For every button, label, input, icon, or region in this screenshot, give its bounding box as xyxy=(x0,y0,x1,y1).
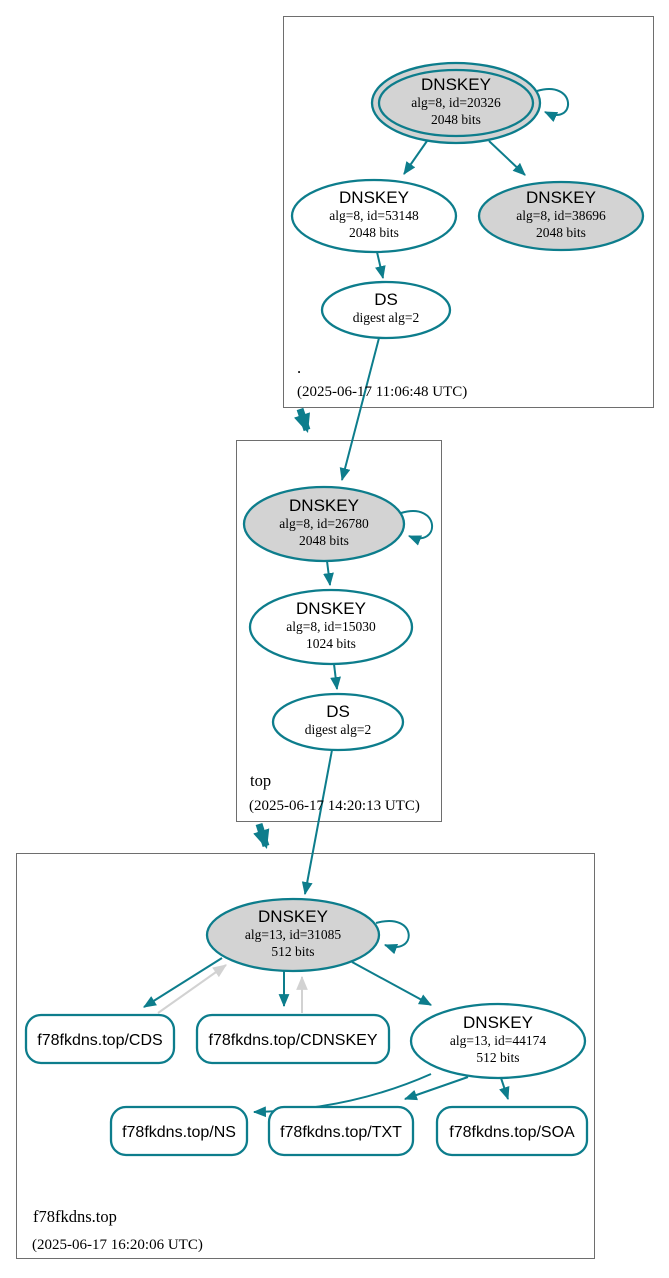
f78-ns-rect[interactable] xyxy=(109,1105,249,1157)
edge-root-zsk-to-ds xyxy=(375,251,386,280)
zone-timestamp-top: (2025-06-17 14:20:13 UTC) xyxy=(249,798,420,814)
edge-root-ds-to-top-ksk xyxy=(339,337,380,482)
top-ds-meta: digest alg=2 xyxy=(305,722,371,737)
top-zsk-ellipse[interactable] xyxy=(248,588,414,666)
node-top-ds: DS digest alg=2 xyxy=(271,692,405,752)
f78-cdnskey-rect[interactable] xyxy=(195,1013,391,1065)
zone-box-root xyxy=(283,16,654,408)
edge-f78-ksk-self-sign xyxy=(375,920,410,955)
node-f78-rrset-txt: f78fkdns.top/TXT xyxy=(267,1105,415,1157)
f78-cdnskey-label: f78fkdns.top/CDNSKEY xyxy=(209,1032,378,1049)
zone-timestamp-f78fkdns-top: (2025-06-17 16:20:06 UTC) xyxy=(32,1237,203,1253)
zone-label-top: top xyxy=(250,771,271,790)
edge-top-ksk-self-sign xyxy=(400,510,433,546)
f78-soa-label: f78fkdns.top/SOA xyxy=(449,1124,575,1141)
f78-ksk-ellipse[interactable] xyxy=(205,897,381,973)
f78-zsk-title: DNSKEY xyxy=(463,1013,533,1032)
node-top-ksk-dnskey-26780: DNSKEY alg=8, id=26780 2048 bits xyxy=(242,485,406,563)
root-ksk-inner-ellipse xyxy=(377,68,535,138)
root-ksk-title: DNSKEY xyxy=(421,75,491,94)
node-f78-rrset-cds: f78fkdns.top/CDS xyxy=(24,1013,176,1065)
edge-top-ksk-to-zsk xyxy=(323,560,334,587)
node-f78-ksk-dnskey-31085: DNSKEY alg=13, id=31085 512 bits xyxy=(205,897,381,973)
f78-zsk-bits: 512 bits xyxy=(476,1050,519,1065)
edge-root-ksk-to-key2 xyxy=(488,140,526,176)
top-ds-ellipse[interactable] xyxy=(271,692,405,752)
node-f78-rrset-soa: f78fkdns.top/SOA xyxy=(435,1105,589,1157)
edge-top-ds-to-f78-ksk xyxy=(301,749,333,896)
root-ksk-meta: alg=8, id=20326 xyxy=(411,95,501,110)
root-ds-ellipse[interactable] xyxy=(320,280,452,340)
edge-f78-ksk-to-cds xyxy=(143,957,223,1008)
edge-f78-cds-to-ksk xyxy=(157,964,227,1014)
f78-ksk-title: DNSKEY xyxy=(258,907,328,926)
top-ksk-meta: alg=8, id=26780 xyxy=(279,516,369,531)
node-f78-zsk-dnskey-44174: DNSKEY alg=13, id=44174 512 bits xyxy=(409,1002,587,1080)
top-ksk-title: DNSKEY xyxy=(289,496,359,515)
node-root-dnskey-38696: DNSKEY alg=8, id=38696 2048 bits xyxy=(477,180,645,252)
zone-box-top xyxy=(236,440,442,822)
node-top-zsk-dnskey-15030: DNSKEY alg=8, id=15030 1024 bits xyxy=(248,588,414,666)
node-root-ksk-dnskey-20326: DNSKEY alg=8, id=20326 2048 bits xyxy=(370,61,542,145)
zone-timestamp-root: (2025-06-17 11:06:48 UTC) xyxy=(297,384,467,400)
f78-ns-label: f78fkdns.top/NS xyxy=(122,1124,236,1141)
edge-f78-zsk-to-soa xyxy=(499,1077,510,1101)
f78-txt-label: f78fkdns.top/TXT xyxy=(280,1124,402,1141)
edge-f78-zsk-to-txt xyxy=(403,1076,469,1101)
top-ds-title: DS xyxy=(326,702,350,721)
top-zsk-meta: alg=8, id=15030 xyxy=(286,619,376,634)
top-zsk-title: DNSKEY xyxy=(296,599,366,618)
top-ksk-bits: 2048 bits xyxy=(299,533,349,548)
root-ds-title: DS xyxy=(374,290,398,309)
root-ds-meta: digest alg=2 xyxy=(353,310,419,325)
f78-zsk-ellipse[interactable] xyxy=(409,1002,587,1080)
f78-zsk-meta: alg=13, id=44174 xyxy=(450,1033,546,1048)
zone-box-f78fkdns-top xyxy=(16,853,595,1259)
root-ksk-bits: 2048 bits xyxy=(431,112,481,127)
root-zsk-bits: 2048 bits xyxy=(349,225,399,240)
root-zsk-ellipse[interactable] xyxy=(290,178,458,254)
f78-txt-rect[interactable] xyxy=(267,1105,415,1157)
zone-label-root: . xyxy=(297,358,301,377)
f78-soa-rect[interactable] xyxy=(435,1105,589,1157)
f78-cds-rect[interactable] xyxy=(24,1013,176,1065)
node-f78-rrset-cdnskey: f78fkdns.top/CDNSKEY xyxy=(195,1013,391,1065)
f78-ksk-bits: 512 bits xyxy=(271,944,314,959)
node-f78-rrset-ns: f78fkdns.top/NS xyxy=(109,1105,249,1157)
edge-f78-ksk-to-zsk xyxy=(351,961,432,1006)
f78-cds-label: f78fkdns.top/CDS xyxy=(37,1032,162,1049)
edge-delegation-top-to-f78fkdns xyxy=(253,822,270,850)
root-key2-bits: 2048 bits xyxy=(536,225,586,240)
zone-label-f78fkdns-top: f78fkdns.top xyxy=(33,1207,117,1226)
root-zsk-meta: alg=8, id=53148 xyxy=(329,208,419,223)
root-key2-title: DNSKEY xyxy=(526,188,596,207)
top-zsk-bits: 1024 bits xyxy=(306,636,356,651)
edge-root-ksk-self-sign xyxy=(536,88,569,122)
f78-ksk-meta: alg=13, id=31085 xyxy=(245,927,341,942)
top-ksk-ellipse[interactable] xyxy=(242,485,406,563)
root-key2-meta: alg=8, id=38696 xyxy=(516,208,606,223)
root-key2-ellipse[interactable] xyxy=(477,180,645,252)
root-zsk-title: DNSKEY xyxy=(339,188,409,207)
edge-delegation-root-to-top xyxy=(293,407,311,434)
edge-top-zsk-to-ds xyxy=(330,663,341,691)
node-root-ds: DS digest alg=2 xyxy=(320,280,452,340)
edge-root-ksk-to-zsk xyxy=(403,140,428,175)
node-root-zsk-dnskey-53148: DNSKEY alg=8, id=53148 2048 bits xyxy=(290,178,458,254)
